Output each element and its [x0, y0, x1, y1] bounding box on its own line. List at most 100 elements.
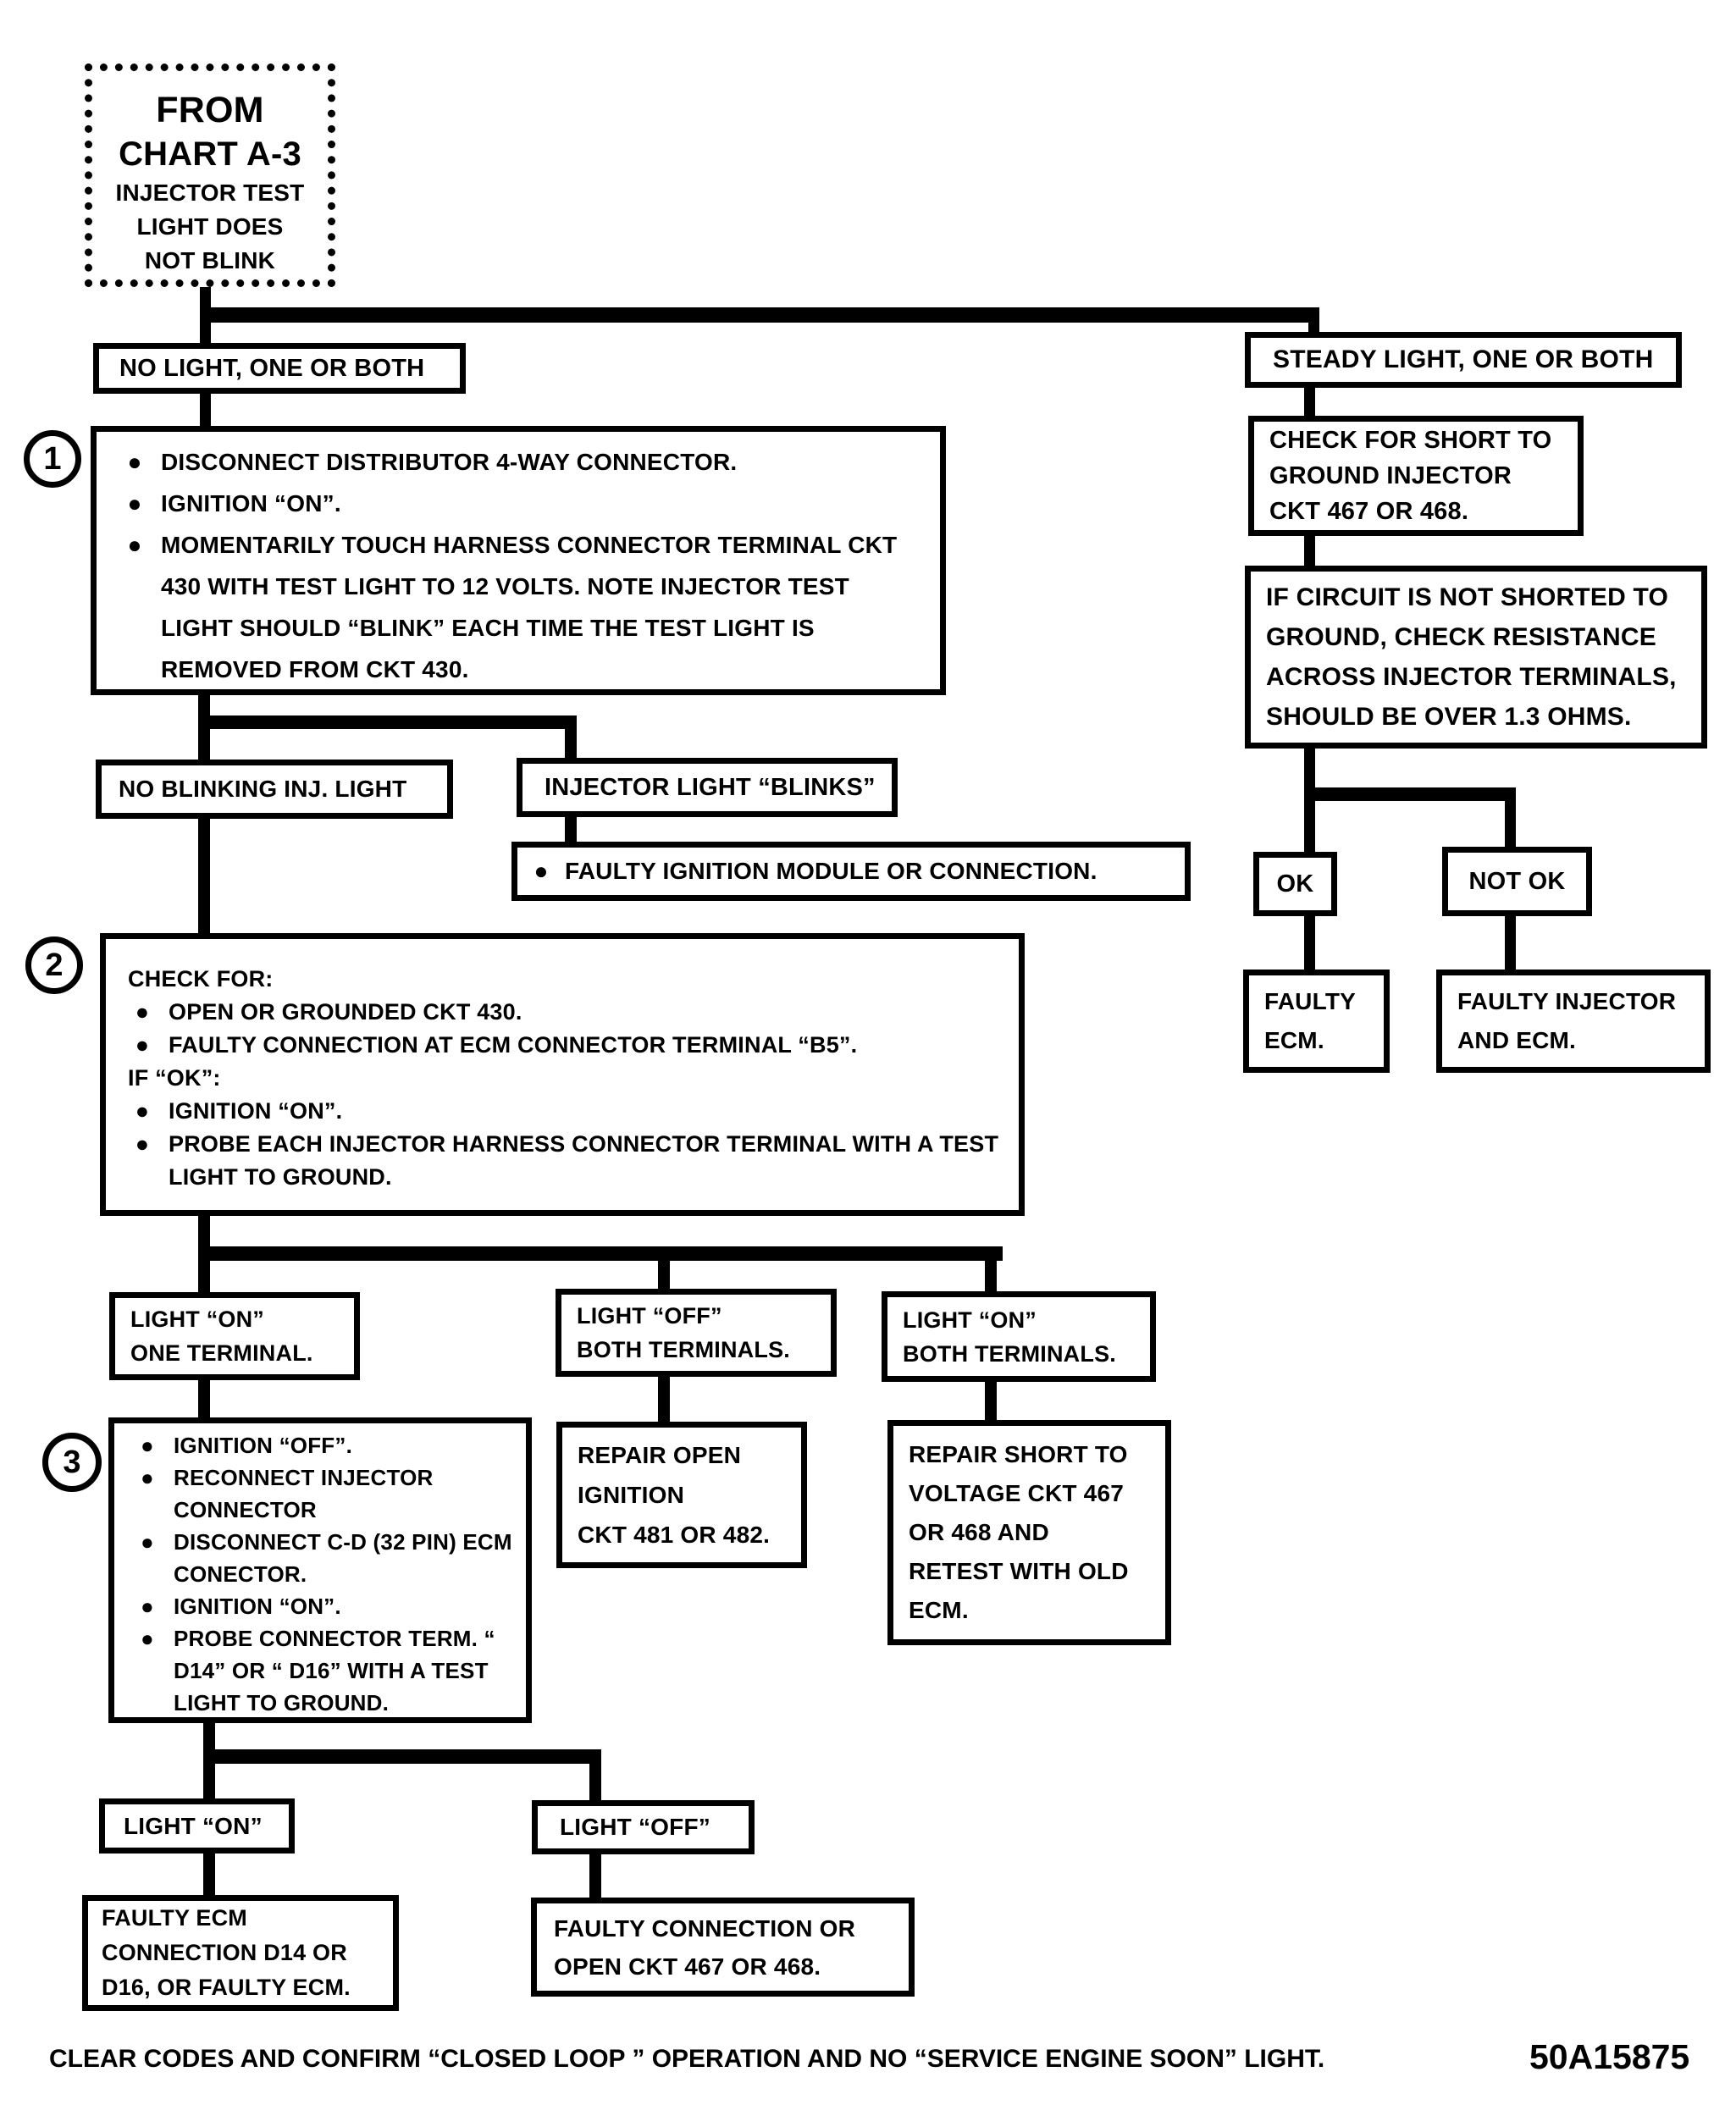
start-line-3: INJECTOR TEST	[115, 180, 305, 206]
ok-box: OK	[1253, 852, 1337, 916]
repair-open-line-1: REPAIR OPEN	[578, 1442, 742, 1468]
step3-bullet-2: RECONNECT INJECTOR CONNECTOR	[174, 1464, 434, 1522]
repair-short-box: REPAIR SHORT TO VOLTAGE CKT 467 OR 468 A…	[887, 1420, 1171, 1645]
step3-bullet-4: IGNITION “ON”.	[174, 1593, 341, 1619]
connector-checkshort-down	[1304, 531, 1315, 570]
bullet-icon: ●	[127, 449, 142, 475]
faulty-ignition-label: FAULTY IGNITION MODULE OR CONNECTION.	[565, 858, 1097, 884]
connector-top-bar	[200, 307, 1319, 323]
if-circuit-line-3: ACROSS INJECTOR TERMINALS,	[1266, 663, 1677, 691]
light-off-both-terminals-box: LIGHT “OFF” BOTH TERMINALS.	[556, 1289, 837, 1377]
connector-lighton2-down	[203, 1850, 215, 1898]
step3-bullet-5: PROBE CONNECTOR TERM. “ D14” OR “ D16” W…	[174, 1625, 495, 1715]
if-circuit-box: IF CIRCUIT IS NOT SHORTED TO GROUND, CHE…	[1245, 566, 1707, 749]
step3-bullet-1: IGNITION “OFF”.	[174, 1432, 352, 1458]
faulty-injector-ecm-line-2: AND ECM.	[1457, 1027, 1577, 1053]
if-circuit-line-2: GROUND, CHECK RESISTANCE	[1266, 623, 1656, 651]
repair-short-line-5: ECM.	[909, 1597, 969, 1623]
light-off-result-box: LIGHT “OFF”	[532, 1800, 755, 1854]
ok-label: OK	[1276, 870, 1314, 898]
step1-bullet-2: IGNITION “ON”.	[161, 490, 341, 517]
step3-bullet-3: DISCONNECT C-D (32 PIN) ECM CONECTOR.	[174, 1528, 512, 1587]
light-on-result-label: LIGHT “ON”	[124, 1812, 263, 1839]
start-line-5: NOT BLINK	[144, 247, 276, 273]
start-line-4: LIGHT DOES	[136, 213, 284, 240]
bullet-icon: ●	[127, 532, 142, 558]
bullet-icon: ●	[135, 1097, 150, 1124]
light-off-both-line-1: LIGHT “OFF”	[577, 1303, 722, 1329]
faulty-connection-open-line-2: OPEN CKT 467 OR 468.	[554, 1953, 821, 1980]
connector-ok-down	[1304, 913, 1315, 972]
connector-lightoff2-down	[589, 1848, 601, 1901]
repair-open-box: REPAIR OPEN IGNITION CKT 481 OR 482.	[556, 1422, 807, 1568]
injector-blinks-box: INJECTOR LIGHT “BLINKS”	[517, 758, 898, 817]
faulty-injector-ecm-box: FAULTY INJECTOR AND ECM.	[1436, 970, 1711, 1073]
bullet-icon: ●	[534, 858, 549, 884]
repair-open-line-2: IGNITION	[578, 1482, 685, 1508]
start-line-2: CHART A-3	[119, 135, 301, 173]
connector-bar-right	[1304, 787, 1516, 801]
connector-to-lightoff2	[589, 1749, 601, 1804]
faulty-connection-open-line-1: FAULTY CONNECTION OR	[554, 1914, 856, 1942]
faulty-ecm-connection-line-2: CONNECTION D14 OR	[102, 1940, 347, 1965]
repair-short-line-2: VOLTAGE CKT 467	[909, 1480, 1125, 1506]
start-line-1: FROM	[156, 90, 264, 130]
light-on-result-box: LIGHT “ON”	[99, 1798, 295, 1854]
connector-to-step3	[198, 1377, 210, 1421]
step1-bullet-1: DISCONNECT DISTRIBUTOR 4-WAY CONNECTOR.	[161, 449, 738, 475]
light-on-one-line-2: ONE TERMINAL.	[130, 1340, 313, 1366]
step2-number-badge: 2	[25, 936, 83, 994]
injector-blinks-label: INJECTOR LIGHT “BLINKS”	[545, 773, 876, 801]
no-blinking-box: NO BLINKING INJ. LIGHT	[96, 760, 453, 819]
light-off-result-label: LIGHT “OFF”	[560, 1814, 710, 1840]
step2-bullet-3: IGNITION “ON”.	[169, 1097, 343, 1124]
connector-to-blinks	[565, 715, 577, 761]
if-circuit-line-1: IF CIRCUIT IS NOT SHORTED TO	[1266, 583, 1669, 611]
connector-blinks-down	[565, 813, 577, 845]
connector-to-repair-short	[985, 1377, 997, 1423]
no-blinking-label: NO BLINKING INJ. LIGHT	[119, 776, 407, 802]
connector-bar-step1	[198, 715, 577, 729]
connector-steady-down	[1304, 385, 1315, 421]
step3-box: ● IGNITION “OFF”. ● RECONNECT INJECTOR C…	[108, 1417, 532, 1723]
repair-short-line-1: REPAIR SHORT TO	[909, 1441, 1128, 1467]
start-node: FROM CHART A-3 INJECTOR TEST LIGHT DOES …	[85, 64, 335, 287]
connector-to-notok	[1505, 787, 1516, 850]
faulty-ecm-connection-box: FAULTY ECM CONNECTION D14 OR D16, OR FAU…	[82, 1895, 399, 2011]
repair-open-line-3: CKT 481 OR 482.	[578, 1522, 771, 1548]
not-ok-label: NOT OK	[1468, 867, 1566, 895]
bullet-icon: ●	[127, 490, 142, 517]
faulty-ecm-connection-line-3: D16, OR FAULTY ECM.	[102, 1975, 351, 2000]
light-on-both-terminals-box: LIGHT “ON” BOTH TERMINALS.	[882, 1291, 1156, 1382]
branch-steady-light-label: STEADY LIGHT, ONE OR BOTH	[1273, 345, 1654, 373]
check-short-line-2: GROUND INJECTOR	[1269, 462, 1512, 489]
bullet-icon: ●	[135, 1130, 150, 1157]
step1-number-badge: 1	[24, 430, 81, 488]
step1-number: 1	[43, 440, 62, 477]
footer-note: CLEAR CODES AND CONFIRM “CLOSED LOOP ” O…	[49, 2045, 1325, 2073]
bullet-icon: ●	[141, 1432, 154, 1458]
faulty-ecm-connection-line-1: FAULTY ECM	[102, 1905, 248, 1931]
step2-box: CHECK FOR: ● OPEN OR GROUNDED CKT 430. ●…	[100, 933, 1025, 1216]
step3-number: 3	[63, 1444, 81, 1480]
bullet-icon: ●	[141, 1625, 154, 1651]
connector-bar-step2	[198, 1246, 1003, 1261]
faulty-injector-ecm-line-1: FAULTY INJECTOR	[1457, 988, 1677, 1014]
step2-heading-2: IF “OK”:	[128, 1064, 221, 1091]
bullet-icon: ●	[135, 998, 150, 1025]
faulty-connection-open-box: FAULTY CONNECTION OR OPEN CKT 467 OR 468…	[531, 1898, 915, 1997]
repair-short-line-3: OR 468 AND	[909, 1519, 1049, 1545]
not-ok-box: NOT OK	[1442, 847, 1592, 916]
bullet-icon: ●	[141, 1464, 154, 1490]
branch-steady-light: STEADY LIGHT, ONE OR BOTH	[1245, 332, 1682, 388]
branch-no-light: NO LIGHT, ONE OR BOTH	[93, 343, 466, 394]
connector-to-lightoff-both	[658, 1246, 670, 1292]
connector-noblink-step2	[198, 815, 210, 936]
step1-bullet-3: MOMENTARILY TOUCH HARNESS CONNECTOR TERM…	[161, 532, 898, 682]
step2-heading-1: CHECK FOR:	[128, 965, 274, 992]
check-short-box: CHECK FOR SHORT TO GROUND INJECTOR CKT 4…	[1248, 416, 1584, 536]
connector-bar-step3	[203, 1749, 601, 1764]
connector-notok-down	[1505, 913, 1516, 972]
bullet-icon: ●	[135, 1031, 150, 1058]
document-code: 50A15875	[1529, 2037, 1690, 2076]
